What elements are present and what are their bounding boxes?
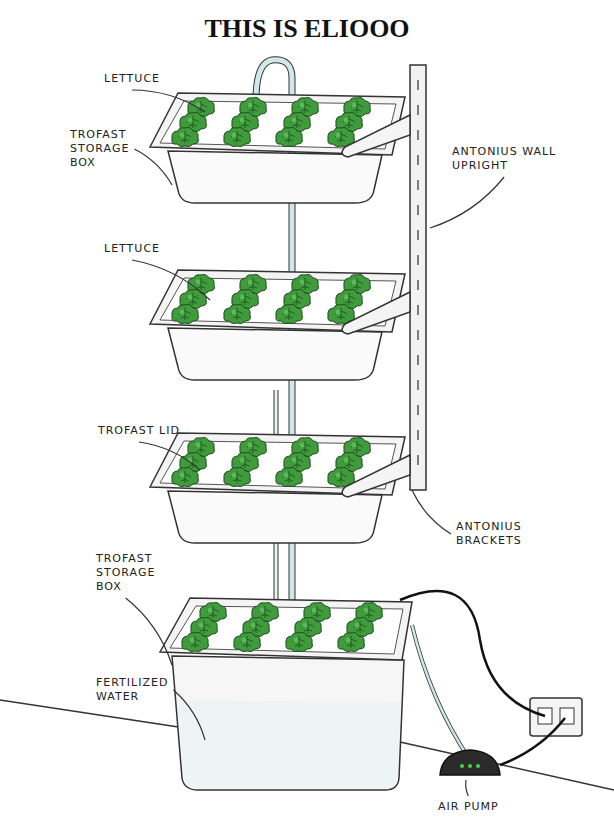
diagram-title: THIS IS ELIOOO [0,14,614,44]
part-label: AIR PUMP [438,800,528,814]
leader-line [132,90,205,112]
leader-line [132,260,210,300]
part-label: ANTONIUS WALL UPRIGHT [452,145,560,173]
part-label: LETTUCE [104,72,194,86]
part-label: LETTUCE [104,242,194,256]
leader-line [139,442,200,470]
leader-line [466,780,469,796]
leader-line [173,690,205,740]
part-label: ANTONIUS BRACKETS [456,520,556,548]
leader-line [126,598,172,665]
part-label: TROFAST LID [98,424,208,438]
part-label: TROFAST STORAGE BOX [70,128,148,170]
part-label: TROFAST STORAGE BOX [96,552,174,594]
leader-line [134,149,172,185]
leader-line [412,490,451,534]
part-label: FERTILIZED WATER [96,676,186,704]
leader-line [430,177,504,228]
